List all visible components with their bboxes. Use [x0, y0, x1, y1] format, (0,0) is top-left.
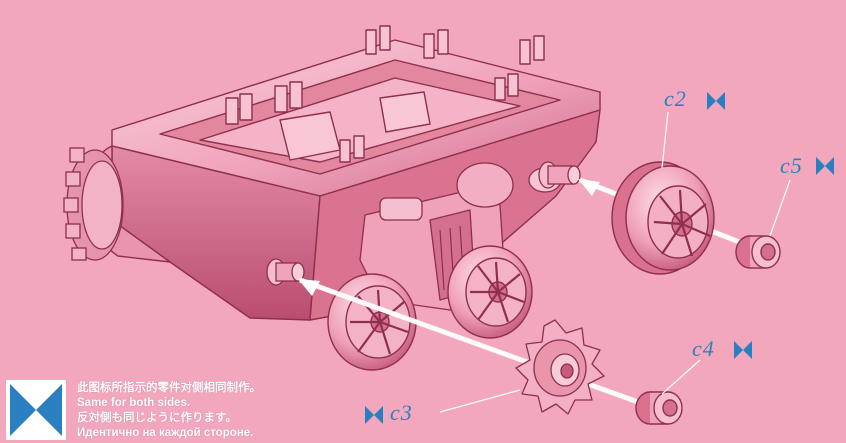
- leader-lines: [439, 111, 791, 413]
- road-wheel-left: [327, 273, 417, 371]
- legend-line-en: Same for both sides.: [77, 397, 191, 409]
- part-c5-cap: [735, 235, 781, 269]
- part-c2-wheel: [611, 161, 715, 275]
- part-c4-cap: [635, 391, 683, 425]
- leader-c3: [439, 389, 521, 413]
- part-label-c2: c2: [664, 86, 687, 111]
- part-label-c3: c3: [390, 400, 413, 425]
- hull-bulkhead-2: [379, 91, 431, 133]
- bowtie-icon: [365, 406, 383, 424]
- legend-bowtie-icon: [6, 380, 66, 440]
- bowtie-icon: [816, 157, 834, 175]
- axle-stubs: [266, 161, 581, 286]
- hull-interior-floor: [199, 77, 521, 163]
- legend-text: 此图标所指示的零件对侧相同制作。 Same for both sides. 反対…: [77, 381, 261, 441]
- bowtie-icon: [707, 92, 725, 110]
- legend-line-ja: 反対側も同じように作ります。: [77, 412, 237, 424]
- part-c3-sprocket: [515, 319, 605, 415]
- guide-line-lower: [299, 277, 661, 413]
- leader-c4: [661, 359, 701, 395]
- guide-arrows: [298, 179, 600, 296]
- leader-c2: [661, 111, 669, 169]
- legend-line-ru: Идентично на каждой стороне.: [77, 427, 254, 439]
- part-label-c5: c5: [780, 153, 803, 178]
- leader-c5: [769, 179, 791, 237]
- part-label-c4: c4: [692, 336, 715, 361]
- road-wheel-right: [447, 245, 533, 339]
- rear-sprocket: [63, 147, 124, 261]
- legend-line-zh: 此图标所指示的零件对侧相同制作。: [77, 382, 261, 394]
- bowtie-icon: [734, 341, 752, 359]
- hull-tabs: [225, 25, 545, 163]
